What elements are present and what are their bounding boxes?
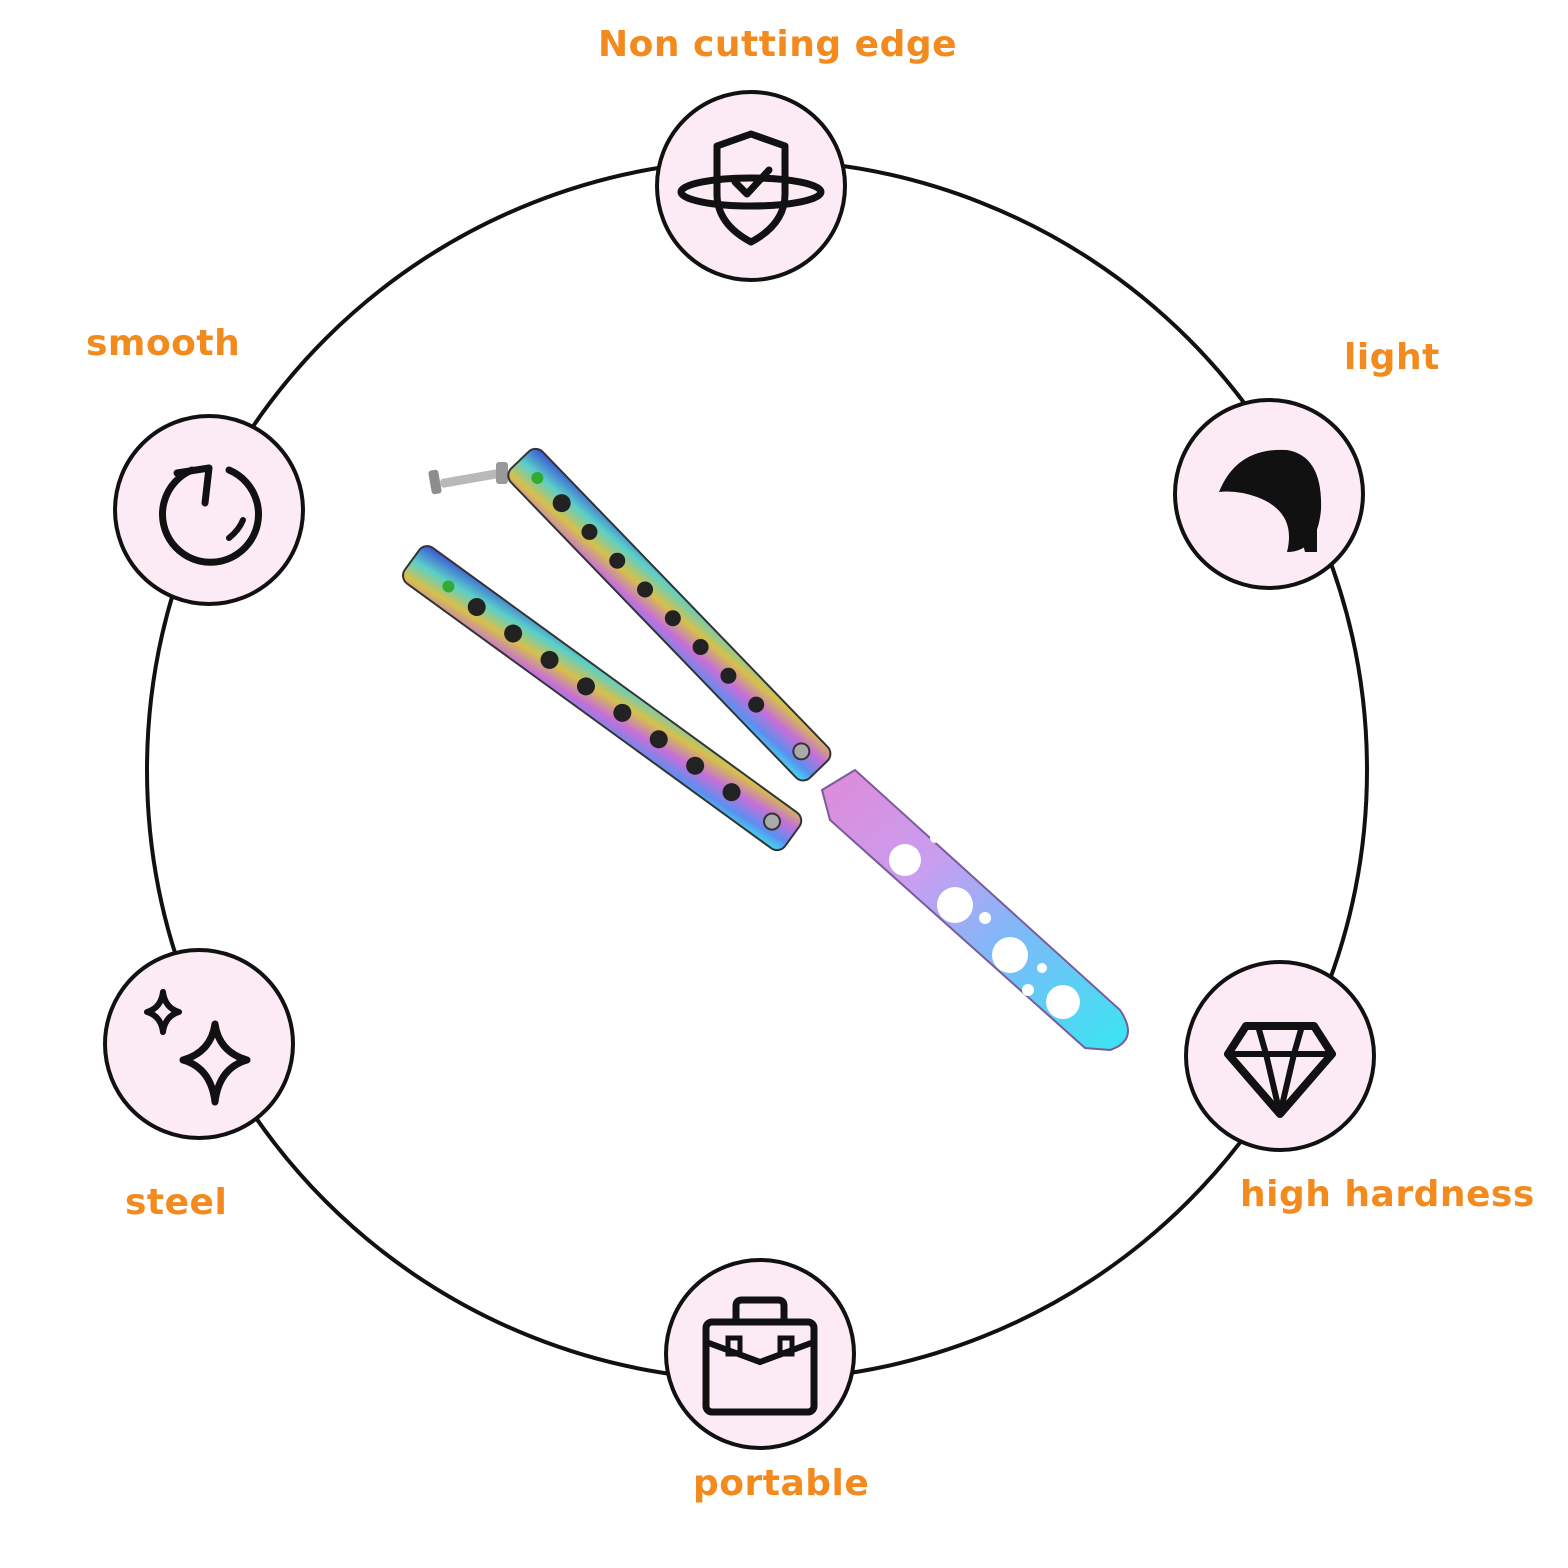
leaf-icon [1219, 449, 1322, 552]
feature-label-non-cutting-edge: Non cutting edge [598, 24, 958, 65]
blade [820, 768, 1129, 1052]
feature-label-steel: steel [125, 1182, 228, 1223]
feature-label-portable: portable [693, 1463, 870, 1504]
badge-smooth [113, 414, 305, 606]
feature-label-smooth: smooth [86, 323, 241, 364]
diamond-icon [1224, 1022, 1336, 1118]
sparkle-icon [144, 989, 251, 1106]
briefcase-icon [702, 1296, 818, 1416]
handle-lower [402, 545, 803, 852]
badge-non-cutting-edge [655, 90, 847, 282]
badge-steel [103, 948, 295, 1140]
refresh-icon [159, 464, 262, 566]
butterfly-trainer-image [402, 447, 1129, 1052]
feature-label-light: light [1344, 337, 1440, 378]
badge-portable [664, 1258, 856, 1450]
outer-ring [145, 158, 1369, 1382]
handle-upper [507, 447, 832, 782]
feature-label-high-hardness: high hardness [1240, 1174, 1535, 1215]
latch-pin [428, 462, 508, 495]
badge-high-hardness [1184, 960, 1376, 1152]
badge-light [1173, 398, 1365, 590]
shield-check-icon [677, 130, 825, 246]
